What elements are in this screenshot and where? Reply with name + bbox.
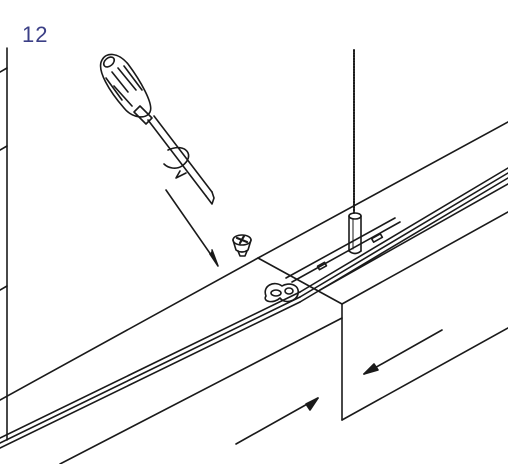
beam-slot bbox=[286, 218, 400, 282]
push-left-section-arrow bbox=[236, 398, 318, 444]
left-beam-section bbox=[0, 258, 342, 464]
step-number: 12 bbox=[22, 22, 49, 47]
joint-connector bbox=[265, 284, 298, 302]
screwdriver bbox=[101, 54, 214, 204]
wall-edge bbox=[0, 48, 7, 440]
insert-screw-direction-arrow bbox=[166, 190, 218, 266]
screwdriver-rotation-arrow bbox=[164, 148, 189, 178]
countersunk-screw bbox=[233, 235, 251, 256]
push-right-section-arrow bbox=[364, 330, 442, 374]
right-beam-section bbox=[258, 122, 508, 420]
